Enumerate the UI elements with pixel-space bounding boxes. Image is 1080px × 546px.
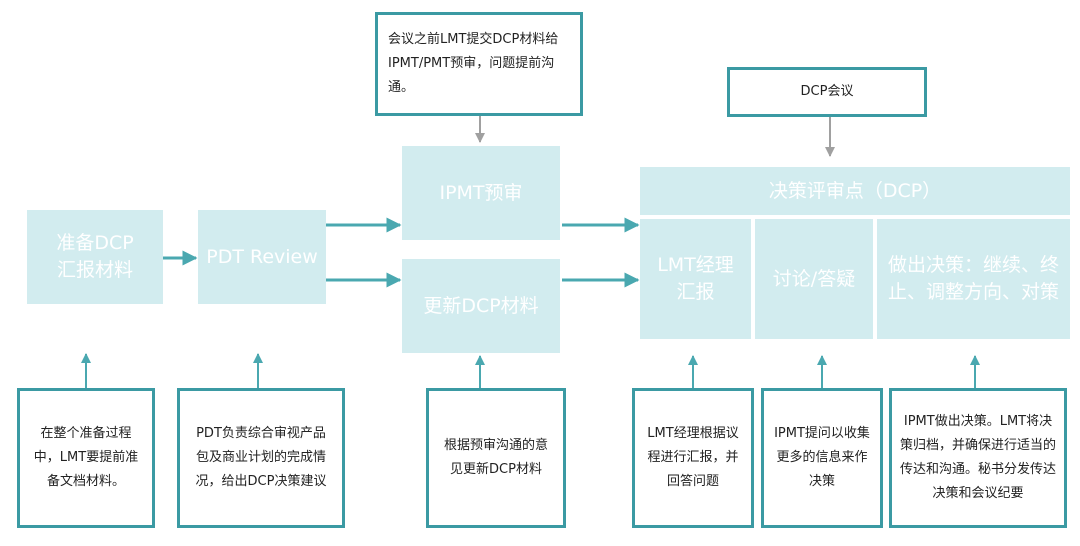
discuss-qa-box: 讨论/答疑 <box>755 219 873 339</box>
decision-box: 做出决策：继续、终止、调整方向、对策 <box>877 219 1070 339</box>
discuss-qa-note: IPMT提问以收集更多的信息来作决策 <box>761 388 883 528</box>
ipmt-prereview-box: IPMT预审 <box>402 146 560 240</box>
pre-meeting-note: 会议之前LMT提交DCP材料给IPMT/PMT预审，问题提前沟通。 <box>375 12 583 116</box>
prepare-material-box: 准备DCP汇报材料 <box>27 210 163 304</box>
pdt-review-note: PDT负责综合审视产品包及商业计划的完成情况，给出DCP决策建议 <box>177 388 345 528</box>
pdt-review-box: PDT Review <box>198 210 326 304</box>
decision-note: IPMT做出决策。LMT将决策归档，并确保进行适当的传达和沟通。秘书分发传达决策… <box>889 388 1067 528</box>
update-material-note: 根据预审沟通的意见更新DCP材料 <box>426 388 566 528</box>
lmt-report-note: LMT经理根据议程进行汇报，并回答问题 <box>632 388 754 528</box>
prepare-process-note: 在整个准备过程中，LMT要提前准备文档材料。 <box>17 388 155 528</box>
dcp-review-header: 决策评审点（DCP） <box>640 167 1070 215</box>
dcp-meeting-note: DCP会议 <box>727 67 927 117</box>
update-dcp-material-box: 更新DCP材料 <box>402 259 560 353</box>
lmt-report-box: LMT经理汇报 <box>640 219 751 339</box>
